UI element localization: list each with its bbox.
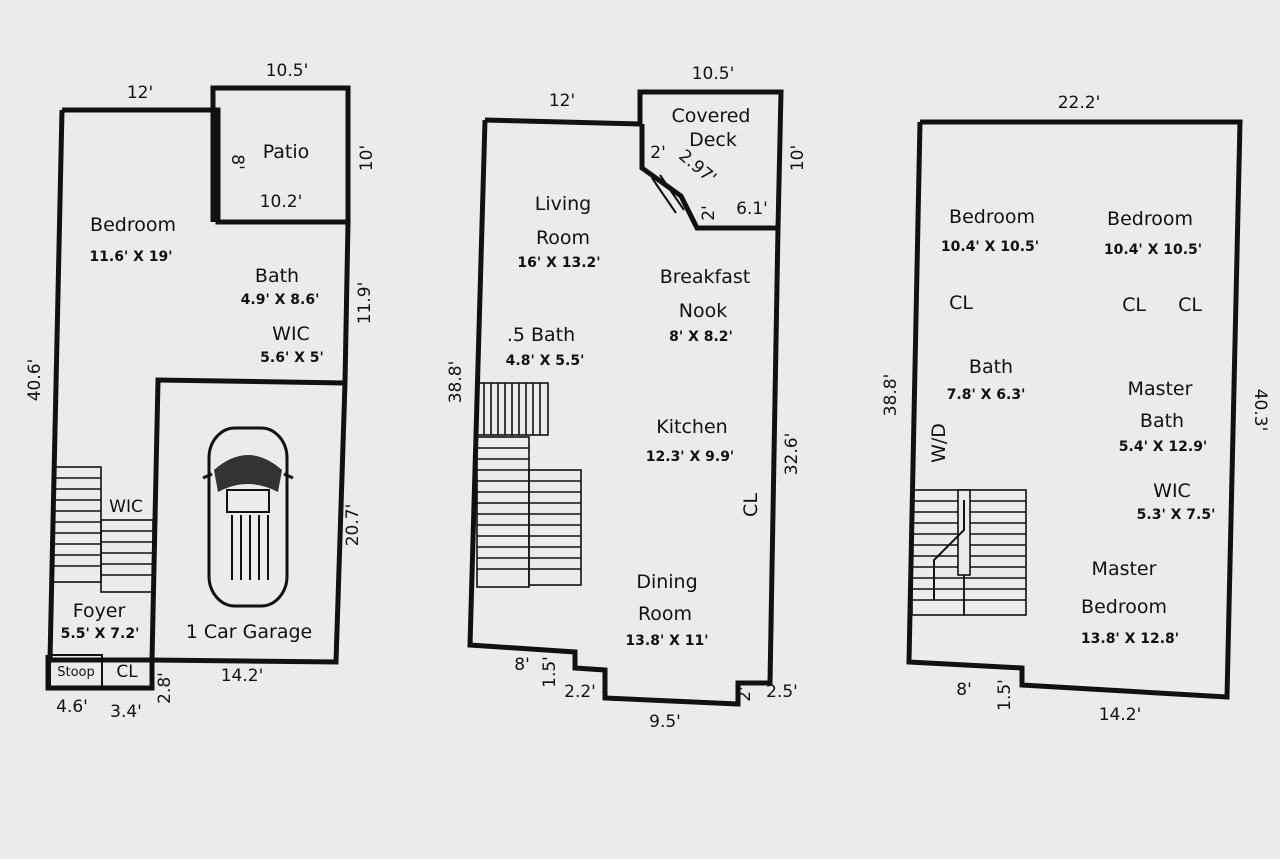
f1-dim-top-left: 12' [127,83,153,103]
f2-room-deck-line1: Covered [672,105,751,127]
f2-dim-left: 38.8' [446,361,466,404]
f1-room-bedroom: Bedroom [90,214,176,236]
f3-dim-top: 22.2' [1058,93,1101,113]
f2-room-halfbath: .5 Bath [507,324,575,346]
f2-dim-right: 32.6' [782,433,802,476]
floor-1: 12' 10.5' 40.6' 8' 10' 10.2' 11.9' 20.7'… [25,61,377,722]
f1-dim-patio-right: 10' [357,145,377,171]
f2-dim-notch-61: 6.1' [736,199,768,219]
f3-room-master-bath-size: 5.4' X 12.9' [1119,439,1207,455]
f2-room-dining-line2: Room [638,603,692,625]
f1-dim-left: 40.6' [25,359,45,402]
f1-room-bedroom-size: 11.6' X 19' [89,249,172,265]
f3-room-bath: Bath [969,356,1013,378]
f2-dim-notch-2b: 2' [699,205,719,221]
f1-dim-top-right: 10.5' [266,61,309,81]
f3-room-bedroom-a: Bedroom [949,206,1035,228]
floor3-outline [906,119,1243,700]
f3-room-master-bed-size: 13.8' X 12.8' [1081,631,1179,647]
f1-room-foyer-size: 5.5' X 7.2' [61,626,140,642]
f1-room-stair-wic: WIC [109,497,143,517]
f3-room-cl-c: CL [1178,294,1202,316]
f2-room-halfbath-size: 4.8' X 5.5' [506,353,585,369]
floor3-stairs [911,489,1027,616]
f3-room-cl-a: CL [949,292,973,314]
f3-room-bedroom-b: Bedroom [1107,208,1193,230]
stair-arrow [933,500,965,600]
floor2-outer-walls [467,119,781,707]
f1-room-garage: 1 Car Garage [186,621,312,643]
f1-dim-bottom-step: 2.8' [155,672,175,704]
f1-room-wic-size: 5.6' X 5' [260,350,324,366]
f3-room-bedroom-a-size: 10.4' X 10.5' [941,239,1039,255]
f1-room-patio: Patio [263,141,310,163]
f2-dim-notch-2a: 2' [650,143,666,163]
f2-room-living-line1: Living [535,193,592,215]
f1-room-cl: CL [116,662,138,682]
f3-room-master-bed-line1: Master [1092,558,1157,580]
f2-room-nook-line2: Nook [679,300,727,322]
f3-dim-bottom-right: 14.2' [1099,705,1142,725]
f1-dim-bottom-cl: 3.4' [110,702,142,722]
f3-dim-bottom-15: 1.5' [995,679,1015,711]
floor-2: 12' 10.5' 38.8' 10' 2' 2.97' 2' 6.1' 32.… [446,64,808,732]
f1-room-wic: WIC [272,323,310,345]
f2-room-dining-size: 13.8' X 11' [625,633,708,649]
f3-room-wd: W/D [928,423,950,463]
stoop-box [49,654,103,689]
f1-dim-patio-bottom: 10.2' [260,192,303,212]
f3-room-cl-b: CL [1122,294,1146,316]
f3-room-master-bed-line2: Bedroom [1081,596,1167,618]
floor1-right-wall [151,221,351,665]
f2-dim-diag: 2.97' [674,146,719,189]
f2-dim-bottom-15: 1.5' [540,656,560,688]
f2-dim-bottom-left: 8' [514,655,530,675]
f2-room-cl: CL [740,493,762,517]
deck-door [651,177,677,214]
f2-room-living-line2: Room [536,227,590,249]
f2-dim-top-left: 12' [549,91,575,111]
f2-dim-deck-right: 10' [788,145,808,171]
f1-room-stoop: Stoop [57,665,95,680]
f1-room-bath-size: 4.9' X 8.6' [241,292,320,308]
f1-dim-patio-left: 8' [227,154,247,170]
f2-room-living-size: 16' X 13.2' [517,255,600,271]
garage-walls [149,377,346,661]
floor2-stairs [476,382,582,588]
f3-dim-bottom-left: 8' [956,680,972,700]
f2-room-nook-size: 8' X 8.2' [669,329,733,345]
f3-room-master-bath-line1: Master [1128,378,1193,400]
floor1-outer-walls [45,109,155,691]
f3-dim-left: 38.8' [881,374,901,417]
f1-room-foyer: Foyer [73,600,126,622]
f1-dim-bottom-garage: 14.2' [221,666,264,686]
f2-room-dining-line1: Dining [636,571,697,593]
f3-room-bath-size: 7.8' X 6.3' [947,387,1026,403]
f3-room-master-bath-line2: Bath [1140,410,1184,432]
f2-room-nook-line1: Breakfast [660,266,750,288]
f3-room-bedroom-b-size: 10.4' X 10.5' [1104,242,1202,258]
f2-dim-bottom-25: 2.5' [766,682,798,702]
f2-room-kitchen-size: 12.3' X 9.9' [646,449,734,465]
f3-room-wic: WIC [1153,480,1191,502]
f1-dim-right-lower: 20.7' [343,504,363,547]
floor-3: 22.2' 38.8' 40.3' 8' 1.5' 14.2' Bedroom … [881,93,1270,725]
f1-dim-right-upper: 11.9' [355,282,375,325]
floor1-stairs [52,466,154,593]
f3-room-wic-size: 5.3' X 7.5' [1137,507,1216,523]
f2-dim-top-right: 10.5' [692,64,735,84]
f2-room-deck-line2: Deck [689,129,737,151]
f1-room-bath: Bath [255,265,299,287]
f2-dim-bottom-95: 9.5' [649,712,681,732]
car-icon [202,426,294,608]
f2-room-kitchen: Kitchen [656,416,727,438]
f3-dim-right: 40.3' [1250,389,1270,432]
f2-dim-bottom-2: 2' [735,686,755,702]
f1-dim-bottom-stoop: 4.6' [56,697,88,717]
f2-dim-bottom-22: 2.2' [564,682,596,702]
